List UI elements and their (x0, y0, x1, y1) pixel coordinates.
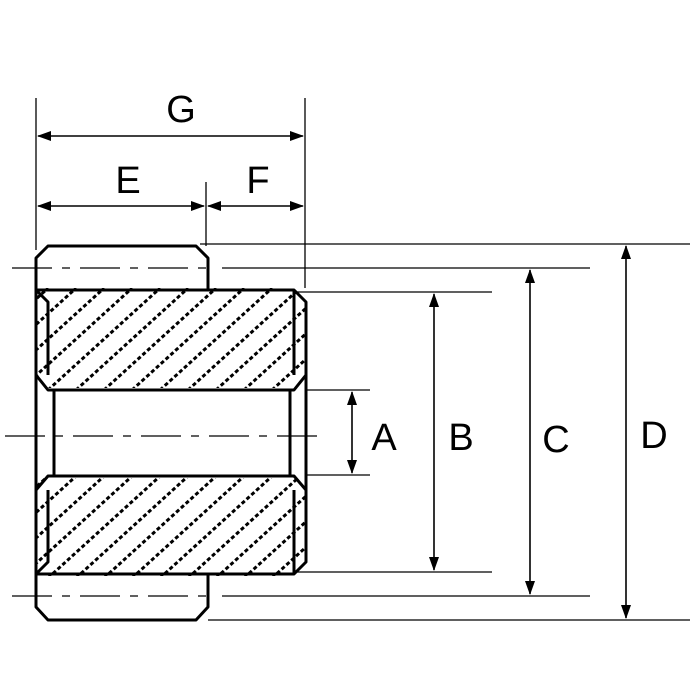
hatch-line (36, 478, 134, 576)
hatch-line (102, 478, 218, 576)
hatch-line (158, 288, 274, 388)
hatch-line (270, 478, 306, 576)
hatch-line (384, 476, 496, 578)
hatch-line (36, 288, 134, 388)
hatch-pattern-upper (0, 288, 524, 390)
bore-outline (34, 374, 308, 491)
hatch-line (356, 476, 468, 578)
hatch-line (242, 288, 306, 388)
hatch-line (328, 476, 440, 578)
hatch-line (356, 288, 468, 390)
hatch-line (186, 288, 302, 388)
hatch-line (214, 288, 306, 388)
hatch-line (298, 288, 306, 388)
hatch-line (36, 288, 50, 388)
label-E: E (115, 160, 140, 202)
hatch-line (36, 478, 50, 576)
hatch-line (74, 478, 190, 576)
hatch-line (36, 478, 106, 576)
hatch-line (298, 478, 306, 576)
chamfer-lines (34, 288, 296, 576)
hatch-line (46, 288, 162, 388)
hatch-line (74, 288, 190, 388)
label-D: D (640, 415, 667, 457)
hatch-line (130, 288, 246, 388)
hatch-line (328, 288, 440, 390)
gear-outline (34, 244, 308, 622)
hatch-line (0, 476, 20, 578)
hatch-line (46, 478, 162, 576)
hatch-pattern-lower (0, 476, 524, 578)
hatch-line (412, 476, 524, 578)
label-G: G (166, 89, 196, 131)
hatch-line (270, 288, 306, 388)
label-A: A (371, 417, 397, 459)
hatch-line (36, 288, 78, 388)
hatch-line (412, 288, 524, 390)
label-B: B (448, 417, 473, 459)
label-F: F (246, 160, 269, 202)
hatch-line (158, 478, 274, 576)
hatch-line (186, 478, 302, 576)
hatch-line (0, 288, 20, 390)
hatch-line (242, 478, 306, 576)
hatch-line (36, 288, 106, 388)
hatch-line (102, 288, 218, 388)
hatch-line (214, 478, 306, 576)
hatch-line (130, 478, 246, 576)
hatch-line (36, 478, 78, 576)
hatch-line (384, 288, 496, 390)
label-C: C (542, 419, 569, 461)
